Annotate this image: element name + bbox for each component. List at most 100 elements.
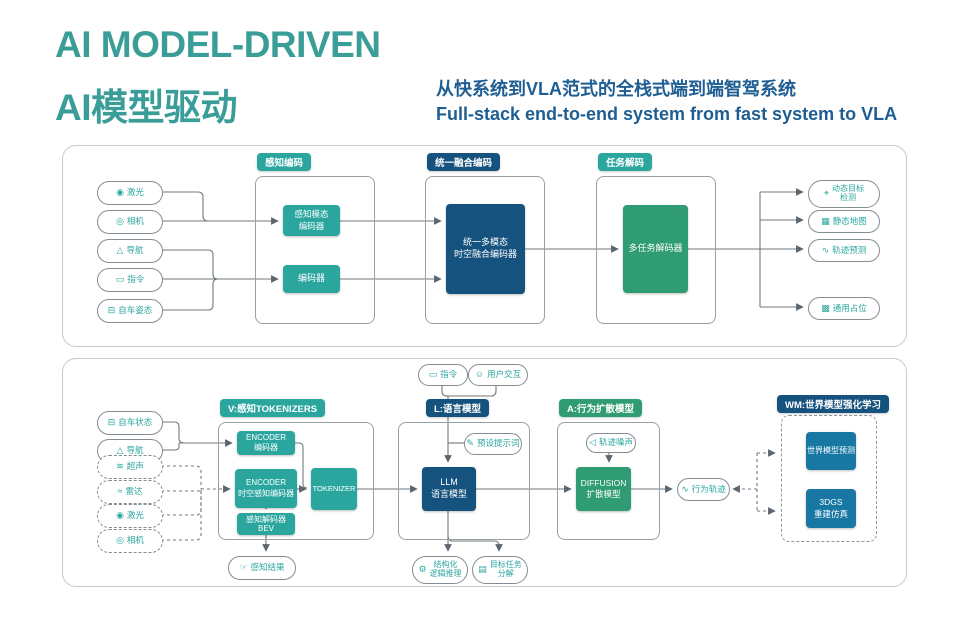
box-label: BEV	[257, 524, 274, 533]
input-pill-command2: ▭ 指令	[418, 364, 468, 386]
camera-icon: ◎	[116, 216, 124, 227]
trajectory-noise-pill: ◁ 轨迹噪声	[586, 433, 636, 453]
task-decoding-group	[596, 176, 716, 324]
output-pill-perception-result: ☞ 感知结果	[228, 556, 296, 580]
pill-label-line: 动态目标	[832, 184, 865, 194]
pill-label-line: 分解	[497, 569, 514, 578]
pill-label-line: 目标任务	[489, 560, 522, 570]
nav-icon: △	[116, 445, 124, 456]
input-pill-camera: ◎ 相机	[97, 210, 163, 234]
spatiotemporal-encoder-box: ENCODER 时空感知编码器	[235, 469, 297, 508]
pill-label-line: 逻辑推理	[429, 569, 462, 578]
pill-label: 静态地图	[832, 215, 867, 226]
pill-label: 动态目标 检测	[832, 184, 865, 203]
pill-label: 预设提示词	[477, 438, 520, 449]
pill-label: 通用占位	[832, 302, 867, 313]
world-model-prediction-box: 世界模型预测	[806, 432, 856, 470]
preset-prompt-pill: ✎ 预设提示词	[464, 433, 522, 455]
output-pill-structured-reasoning: ⚙ 结构化 逻辑推理	[412, 556, 468, 584]
perception-decoder-bev-box: 感知解码器 BEV	[237, 513, 295, 535]
box-label: 多任务解码器	[628, 243, 683, 254]
perception-encoding-group	[255, 176, 375, 324]
perception-modality-encoder-box: 感知模态 编码器	[283, 205, 340, 236]
behavior-diffusion-badge: A:行为扩散模型	[559, 399, 643, 417]
box-label: 统一多模态	[462, 237, 508, 248]
pill-label: 相机	[126, 216, 144, 227]
output-pill-task-decomposition: ▤ 目标任务 分解	[472, 556, 528, 584]
input-pill-lidar: ◉ 激光	[97, 181, 163, 205]
pill-label: 导航	[126, 445, 144, 456]
pill-label: 轨迹噪声	[598, 437, 633, 448]
box-label: 时空感知编码器	[238, 488, 294, 498]
map-icon: ▦	[821, 215, 830, 226]
pill-label: 目标任务 分解	[489, 560, 522, 579]
box-label: 3DGS	[819, 497, 843, 508]
users-icon: ☺	[474, 369, 485, 380]
target-detect-icon: ⌖	[823, 188, 830, 199]
input-pill-nav: △ 导航	[97, 239, 163, 263]
page-title-zh: AI模型驱动	[55, 87, 238, 128]
pill-label: 行为轨迹	[691, 483, 726, 494]
pill-label: 结构化 逻辑推理	[429, 560, 462, 579]
box-label: 感知模态	[294, 209, 329, 220]
ultrasonic-icon: ≋	[116, 461, 124, 472]
trajectory-icon: ∿	[681, 483, 689, 494]
box-label: 编码器	[298, 220, 325, 231]
lidar-icon: ◉	[116, 187, 124, 198]
behavior-trajectory-pill: ∿ 行为轨迹	[677, 478, 730, 501]
list-icon: ▤	[478, 564, 487, 575]
box-label: 感知解码器	[246, 514, 286, 524]
pill-label: 相机	[126, 535, 144, 546]
gaussian-reconstruction-box: 3DGS 重建仿真	[806, 489, 856, 528]
pill-label: 雷达	[125, 486, 143, 497]
output-pill-trajectory: ∿ 轨迹预测	[808, 239, 880, 262]
occupancy-icon: ▩	[821, 302, 830, 313]
box-label: 重建仿真	[813, 508, 848, 519]
box-label: LLM	[440, 477, 458, 488]
perception-tokenizers-group	[218, 422, 374, 540]
input-pill-ultrasonic: ≋ 超声	[97, 455, 163, 479]
pill-label-line: 检测	[840, 193, 857, 202]
hand-icon: ☞	[239, 562, 248, 573]
nav-icon: △	[116, 245, 124, 256]
command-icon: ▭	[428, 369, 438, 380]
command-icon: ▭	[115, 274, 125, 285]
pill-label: 用户交互	[487, 369, 522, 380]
lidar-icon: ◉	[116, 510, 124, 521]
unified-fusion-badge: 统一融合编码	[427, 153, 501, 171]
pill-label: 轨迹预测	[832, 244, 867, 255]
llm-box: LLM 语言模型	[422, 467, 476, 511]
box-label: TOKENIZER	[312, 484, 356, 494]
box-label: 编码器	[297, 273, 325, 284]
input-pill-lidar2: ◉ 激光	[97, 504, 163, 528]
world-model-group	[781, 415, 877, 542]
pill-label: 激光	[126, 187, 144, 198]
language-model-badge: L:语言模型	[426, 399, 489, 417]
perception-tokenizers-badge: V:感知TOKENIZERS	[220, 399, 326, 417]
output-pill-dynamic-target: ⌖ 动态目标 检测	[808, 180, 880, 208]
diffusion-box: DIFFUSION 扩散模型	[576, 467, 631, 511]
input-pill-command: ▭ 指令	[97, 268, 163, 292]
pill-label: 激光	[126, 510, 144, 521]
unified-multimodal-encoder-box: 统一多模态 时空融合编码器	[446, 204, 525, 294]
pill-label: 指令	[127, 274, 145, 285]
language-model-group	[398, 422, 530, 540]
world-model-badge: WM:世界模型强化学习	[777, 395, 890, 413]
box-label: DIFFUSION	[580, 477, 627, 488]
input-pill-camera2: ◎ 相机	[97, 529, 163, 553]
box-label: 世界模型预测	[807, 445, 855, 455]
car-icon: ⊟	[107, 305, 116, 316]
pill-label: 指令	[440, 369, 458, 380]
page-subtitle: 从快系统到VLA范式的全栈式端到端智驾系统 Full-stack end-to-…	[436, 77, 897, 127]
pill-label-line: 结构化	[433, 560, 458, 570]
encoder-box: 编码器	[283, 265, 340, 293]
encoder1-box: ENCODER 编码器	[237, 431, 295, 455]
car-icon: ⊟	[107, 417, 116, 428]
input-pill-ego-state: ⊟ 自车状态	[97, 411, 163, 435]
pill-label: 自车状态	[118, 417, 153, 428]
output-pill-static-map: ▦ 静态地图	[808, 210, 880, 233]
pill-label: 感知结果	[250, 562, 285, 573]
radar-icon: ≈	[117, 486, 123, 497]
box-label: 时空融合编码器	[453, 249, 517, 259]
unified-fusion-group	[425, 176, 545, 324]
